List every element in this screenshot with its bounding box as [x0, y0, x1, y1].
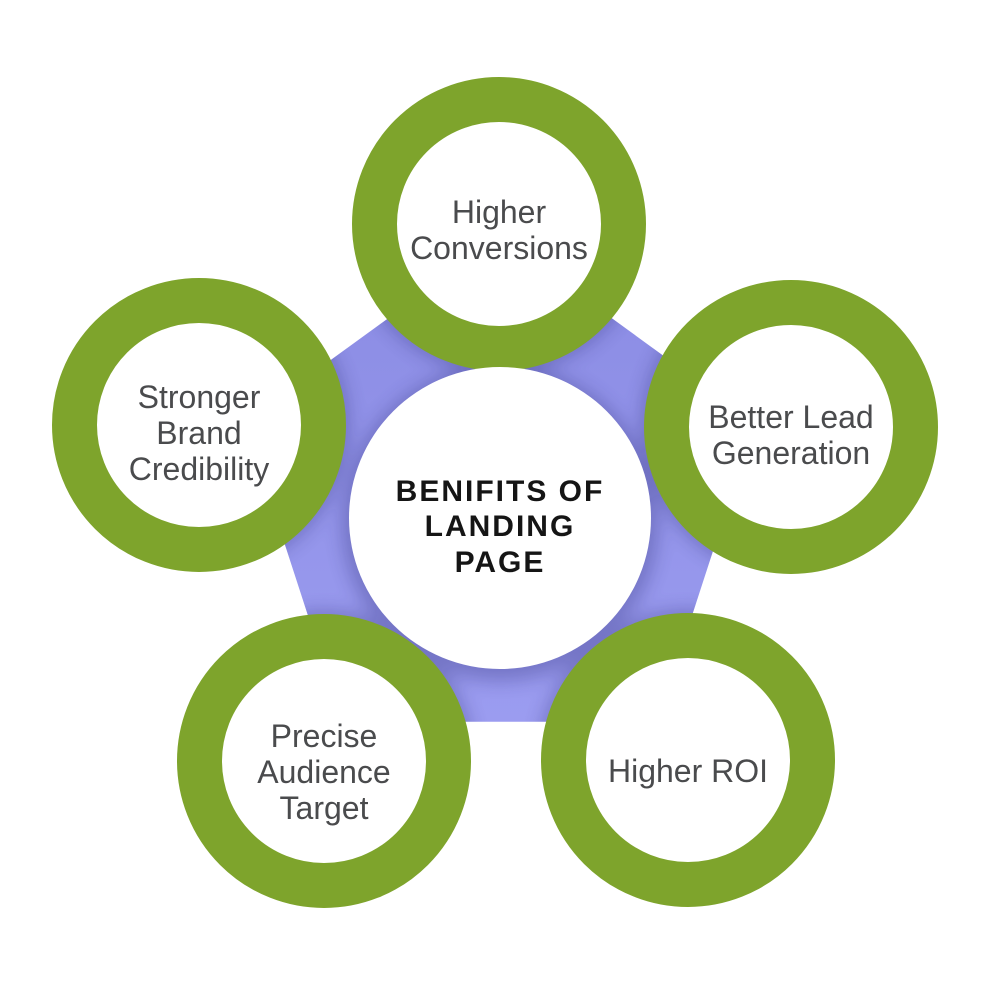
center-title: BENIFITS OF LANDING PAGE [395, 475, 605, 579]
node-label: Precise Audience Target [257, 718, 391, 826]
center-node-benefits-of-landing-page: BENIFITS OF LANDING PAGE [349, 367, 651, 669]
node-label: Higher Conversions [410, 194, 588, 266]
node-stronger-brand-credibility: Stronger Brand Credibility [52, 278, 346, 572]
node-label: Stronger Brand Credibility [128, 379, 270, 487]
node-precise-audience-target: Precise Audience Target [177, 614, 471, 908]
node-higher-roi: Higher ROI [541, 613, 835, 907]
node-higher-conversions: Higher Conversions [352, 77, 646, 371]
node-better-lead-generation: Better Lead Generation [644, 280, 938, 574]
node-label: Higher ROI [607, 753, 769, 790]
node-label: Better Lead Generation [708, 399, 874, 471]
